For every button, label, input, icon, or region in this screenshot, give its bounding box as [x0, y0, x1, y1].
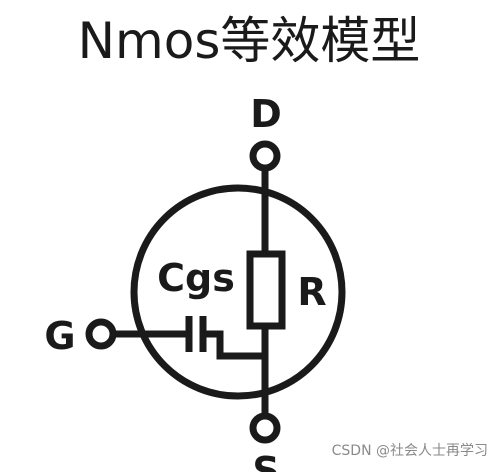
- resistor-label: R: [297, 270, 326, 314]
- watermark-text: CSDN @社会人士再学习: [331, 443, 488, 459]
- diagram-title: Nmos等效模型: [77, 12, 421, 70]
- gate-terminal: [85, 318, 117, 350]
- transistor-body-circle: [130, 184, 346, 400]
- capacitor-to-source-wire: [203, 330, 265, 360]
- capacitor-label: Cgs: [157, 256, 235, 300]
- gate-label: G: [44, 314, 75, 358]
- source-terminal: [249, 412, 281, 444]
- drain-label: D: [250, 92, 282, 136]
- resistor-symbol: [246, 250, 286, 330]
- source-label: S: [252, 449, 279, 472]
- drain-terminal: [249, 140, 281, 172]
